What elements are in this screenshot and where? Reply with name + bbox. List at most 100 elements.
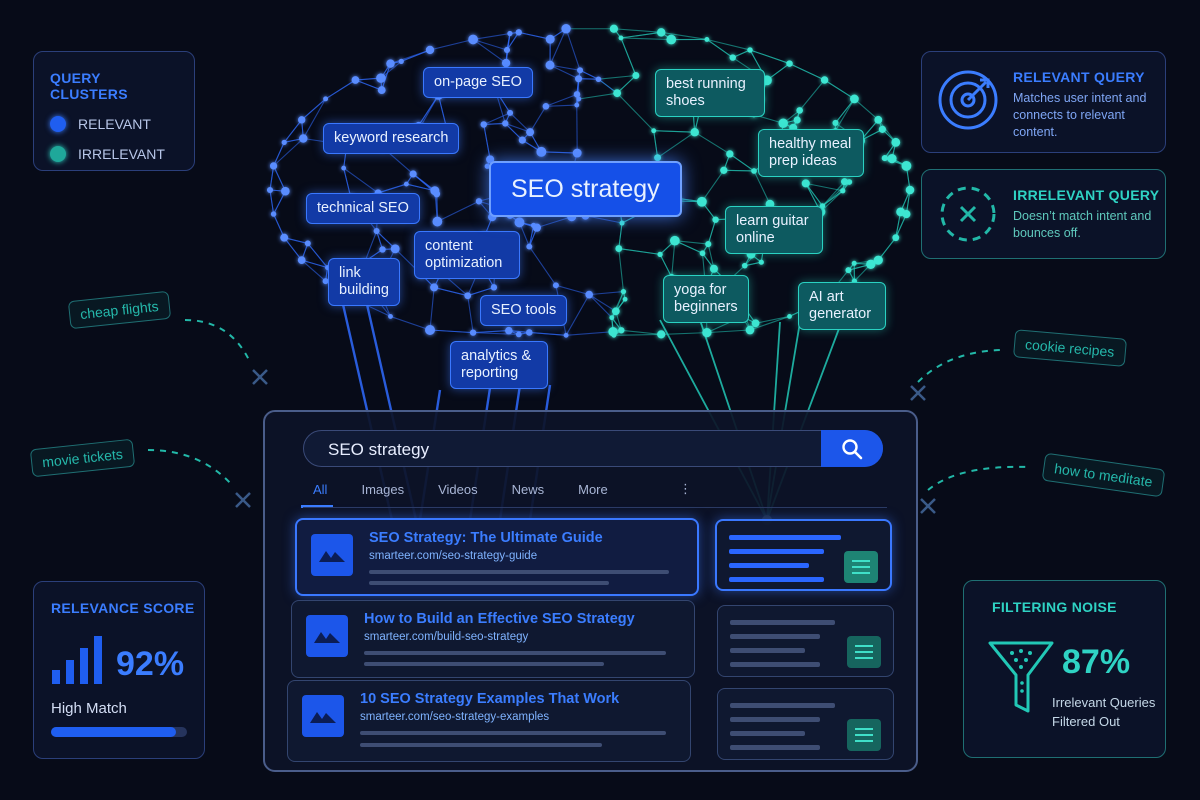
panel-line (730, 662, 820, 667)
network-node (525, 329, 533, 336)
result-url[interactable]: smarteer.com/build-seo-strategy (364, 631, 529, 643)
node-seo-strategy-main[interactable]: SEO strategy (489, 161, 682, 217)
node-yoga-for-beginners[interactable]: yoga for beginners (663, 275, 749, 323)
network-node (666, 34, 677, 45)
network-edge (834, 98, 855, 132)
network-node (526, 243, 533, 250)
bar-chart-icon (52, 636, 102, 684)
network-edge (549, 28, 567, 66)
search-result[interactable]: SEO Strategy: The Ultimate Guide smartee… (295, 518, 699, 596)
node-learn-guitar-online[interactable]: learn guitar online (725, 206, 823, 254)
irrelevant-dot-icon (50, 146, 66, 162)
node-keyword-research[interactable]: keyword research (323, 123, 460, 154)
tab-more[interactable]: More (578, 482, 608, 497)
network-node (501, 58, 511, 68)
node-seo-tools[interactable]: SEO tools (480, 295, 568, 326)
network-node (425, 325, 435, 336)
relevance-label: High Match (51, 700, 127, 717)
tab-all[interactable]: All (313, 482, 328, 497)
network-edge (284, 237, 308, 244)
knowledge-panel[interactable] (717, 605, 894, 677)
tab-news[interactable]: News (511, 482, 545, 497)
dashed-circle-x-icon (940, 186, 996, 242)
network-node (490, 284, 498, 291)
network-node (574, 102, 580, 108)
network-edge (472, 39, 507, 64)
network-node (572, 148, 582, 158)
network-edge (613, 333, 662, 336)
network-node (873, 255, 883, 265)
network-node (530, 222, 537, 229)
network-edge (707, 219, 717, 245)
network-node (881, 155, 888, 162)
result-url[interactable]: smarteer.com/seo-strategy-guide (369, 550, 538, 562)
network-edge (565, 28, 581, 71)
bounce-path (184, 319, 251, 363)
snippet-line (369, 570, 669, 574)
search-bar[interactable]: SEO strategy (303, 430, 883, 467)
network-edge (437, 200, 480, 223)
network-edge (504, 123, 523, 141)
network-node (545, 34, 555, 44)
tabs-divider (303, 507, 887, 508)
relevant-title: RELEVANT QUERY (1013, 69, 1145, 85)
search-input[interactable]: SEO strategy (328, 440, 430, 459)
node-healthy-meal-prep[interactable]: healthy meal prep ideas (758, 129, 864, 177)
irrelevant-query-panel: IRRELEVANT QUERY Doesn’t match intent an… (921, 169, 1166, 259)
node-analytics-reporting[interactable]: analytics & reporting (450, 341, 548, 389)
filtering-value: 87% (1062, 643, 1131, 681)
node-ai-art-generator[interactable]: AI art generator (798, 282, 886, 330)
relevance-progress-track (51, 727, 187, 737)
network-node (526, 128, 535, 137)
search-result[interactable]: How to Build an Effective SEO Strategy s… (291, 600, 695, 678)
node-content-optimization[interactable]: content optimization (414, 231, 520, 279)
result-title[interactable]: SEO Strategy: The Ultimate Guide (369, 530, 603, 546)
network-node (613, 89, 622, 98)
mountain-icon (319, 551, 345, 562)
irrelevant-title: IRRELEVANT QUERY (1013, 187, 1160, 203)
network-node (409, 170, 417, 178)
node-link-building[interactable]: link building (328, 258, 400, 306)
network-node (699, 250, 706, 257)
node-best-running-shoes[interactable]: best running shoes (655, 69, 765, 117)
network-node (585, 290, 594, 299)
filtering-title: FILTERING NOISE (992, 599, 1117, 615)
network-edge (536, 216, 572, 229)
network-node (433, 190, 441, 198)
network-edge (301, 259, 326, 282)
network-node (377, 86, 386, 95)
result-url[interactable]: smarteer.com/seo-strategy-examples (360, 711, 550, 723)
legend-title: QUERY CLUSTERS (50, 70, 128, 102)
reject-x-mark (235, 492, 251, 508)
tab-images[interactable]: Images (361, 482, 405, 497)
search-result[interactable]: 10 SEO Strategy Examples That Work smart… (287, 680, 691, 762)
node-on-page-seo[interactable]: on-page SEO (423, 67, 533, 98)
knowledge-panel[interactable] (715, 519, 892, 591)
network-node (518, 136, 526, 144)
network-edge (467, 286, 495, 297)
result-title[interactable]: 10 SEO Strategy Examples That Work (360, 691, 620, 707)
network-edge (616, 75, 637, 94)
relevance-value: 92% (116, 645, 185, 683)
network-edge (674, 240, 703, 254)
tab-videos[interactable]: Videos (438, 482, 478, 497)
network-node (398, 58, 404, 65)
document-icon (847, 636, 881, 668)
network-node (846, 179, 853, 185)
search-button[interactable] (821, 430, 883, 467)
network-node (840, 188, 846, 194)
network-edge (269, 189, 275, 215)
node-technical-seo[interactable]: technical SEO (306, 193, 420, 224)
network-node (515, 29, 522, 36)
network-node (620, 288, 627, 295)
network-node (696, 196, 707, 207)
relevant-desc: Matches user intent and connects to rele… (1013, 91, 1147, 139)
network-edge (565, 294, 590, 336)
network-node (619, 220, 625, 226)
network-edge (877, 237, 897, 261)
network-node (376, 73, 386, 83)
more-options-icon[interactable]: ⋮ (679, 481, 692, 496)
knowledge-panel[interactable] (717, 688, 894, 760)
network-edge (418, 94, 439, 126)
result-title[interactable]: How to Build an Effective SEO Strategy (364, 611, 635, 627)
